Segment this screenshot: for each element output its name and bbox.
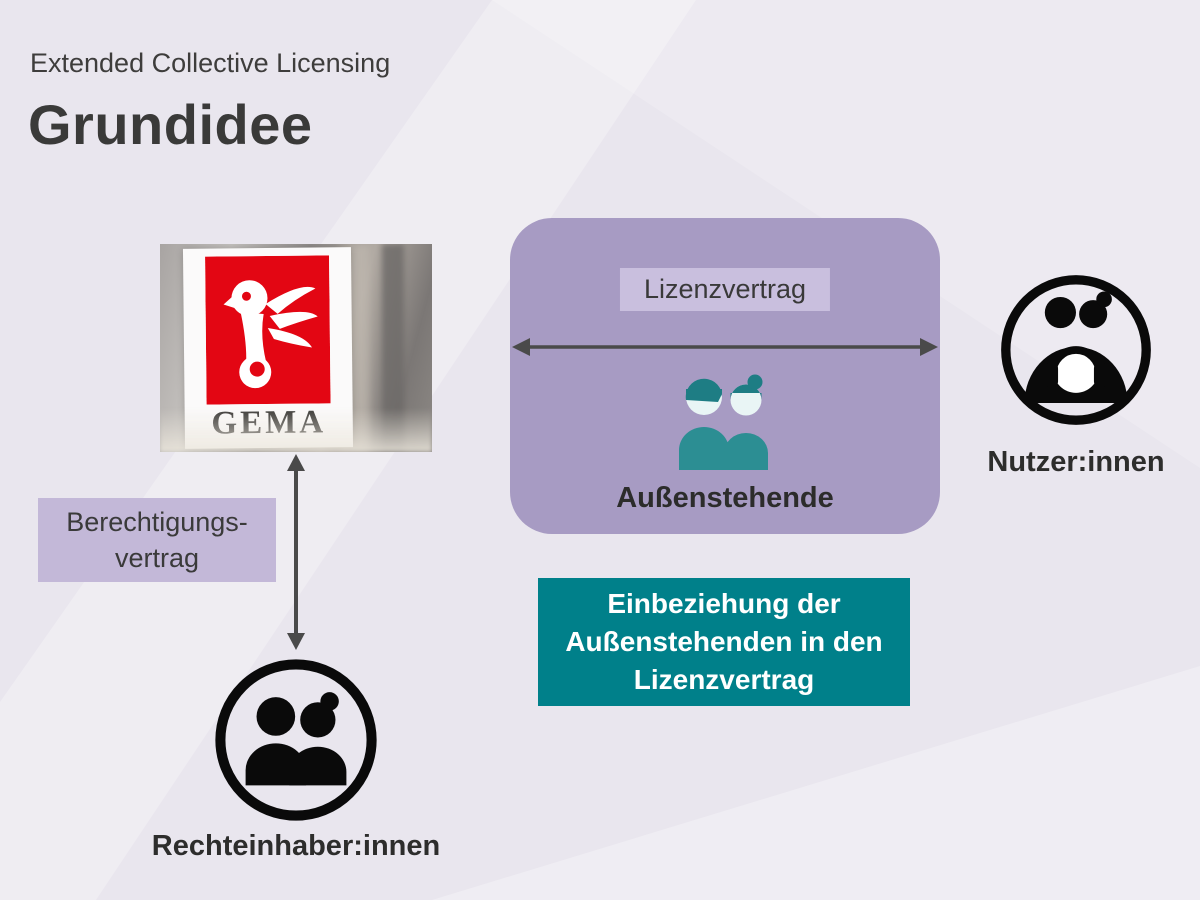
gema-photo: GEMA xyxy=(160,244,432,452)
callout-line3: Lizenzvertrag xyxy=(633,663,815,695)
berechtigungsvertrag-line2: vertrag xyxy=(114,543,200,573)
outsiders-panel: Lizenzvertrag Außenstehende xyxy=(510,218,940,534)
callout-line1: Einbeziehung der xyxy=(607,588,841,620)
berechtigungsvertrag-arrow xyxy=(287,454,305,650)
outsiders-label: Außenstehende xyxy=(616,482,834,514)
license-contract-label: Lizenzvertrag xyxy=(619,268,831,311)
gema-sign: GEMA xyxy=(182,247,354,449)
rights-holders-label: Rechteinhaber:innen xyxy=(151,830,441,862)
berechtigungsvertrag-line1: Berechtigungs- xyxy=(66,506,248,537)
callout-line2: Außenstehenden in den xyxy=(565,626,883,658)
slide-kicker: Extended Collective Licensing xyxy=(30,48,391,78)
callout-box: Einbeziehung der Außenstehenden in den L… xyxy=(538,578,910,706)
license-contract-arrow xyxy=(512,338,938,356)
photo-background-detail xyxy=(382,244,404,452)
gema-sign-text: GEMA xyxy=(211,404,327,442)
gema-logo-icon xyxy=(205,255,331,405)
berechtigungsvertrag-label: Berechtigungs- vertrag xyxy=(38,498,276,582)
users-headphones-icon xyxy=(1001,275,1151,425)
outsiders-persons-icon xyxy=(679,374,768,470)
page-title: Grundidee xyxy=(28,93,313,156)
rights-holders-persons-icon xyxy=(215,659,377,821)
users-label: Nutzer:innen xyxy=(987,446,1165,478)
